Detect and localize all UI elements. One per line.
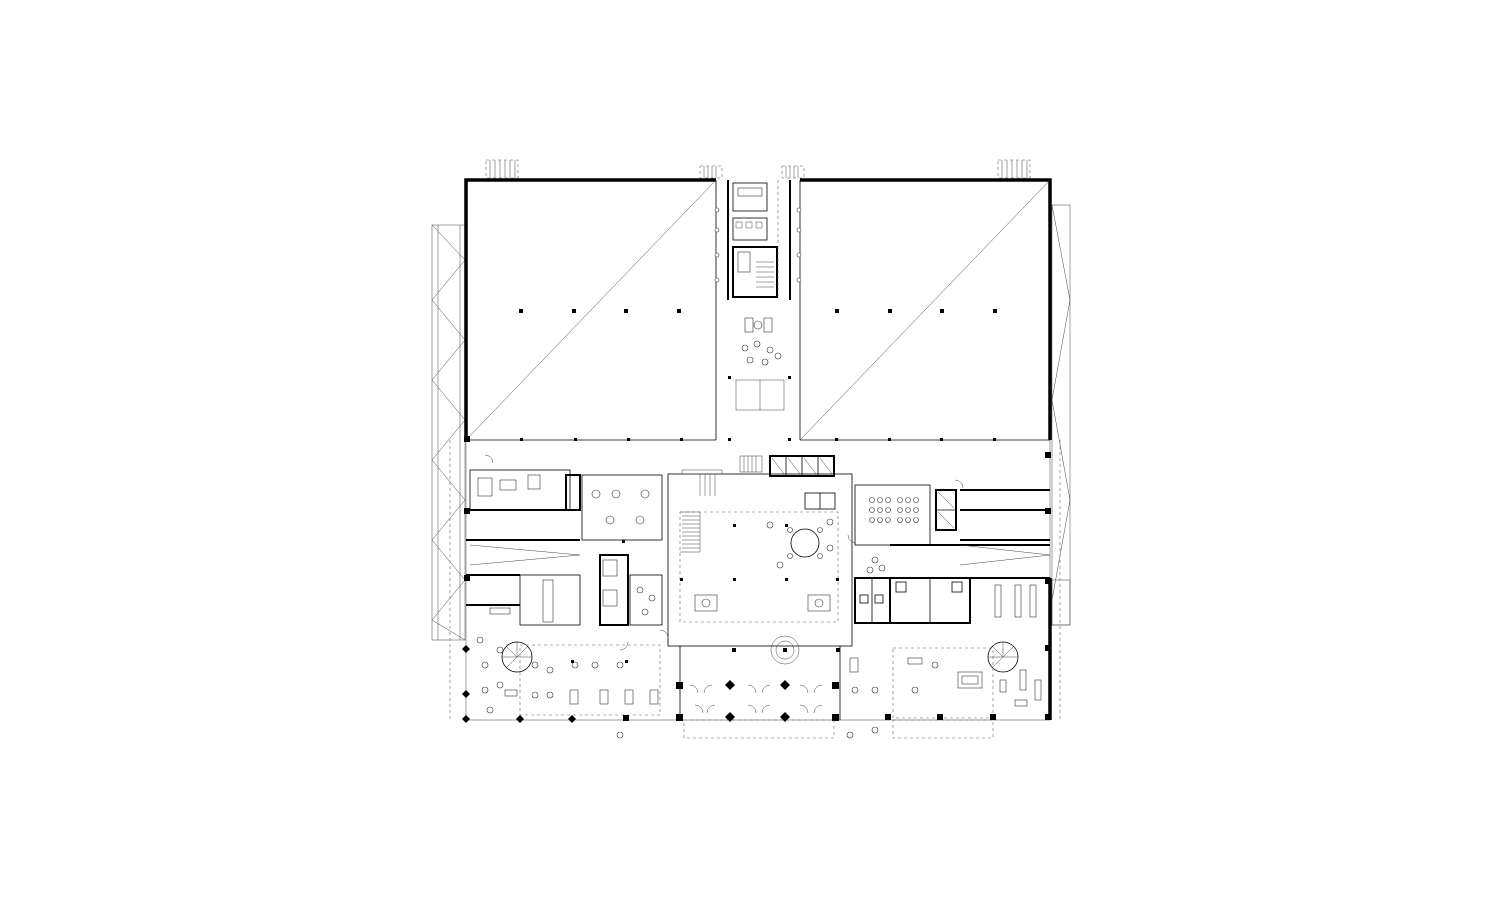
west-spiral-stair [501,641,533,673]
west-facade-louvre [431,224,466,641]
east-wing-rooms [854,484,1037,624]
east-seating [846,452,1052,739]
left-hall [464,178,717,442]
east-spiral-stair [987,641,1019,673]
door-swings [484,454,964,651]
west-seating [462,636,661,739]
east-facade-louvre [1051,204,1071,626]
central-spine [714,180,802,441]
right-hall [799,178,1052,441]
central-atrium [667,455,853,647]
roof-grilles [485,159,1031,179]
left-hall-diagonal [465,179,717,441]
right-hall-diagonal [799,179,1051,441]
west-wing-rooms [464,469,663,626]
entrance-lobby [676,635,841,739]
